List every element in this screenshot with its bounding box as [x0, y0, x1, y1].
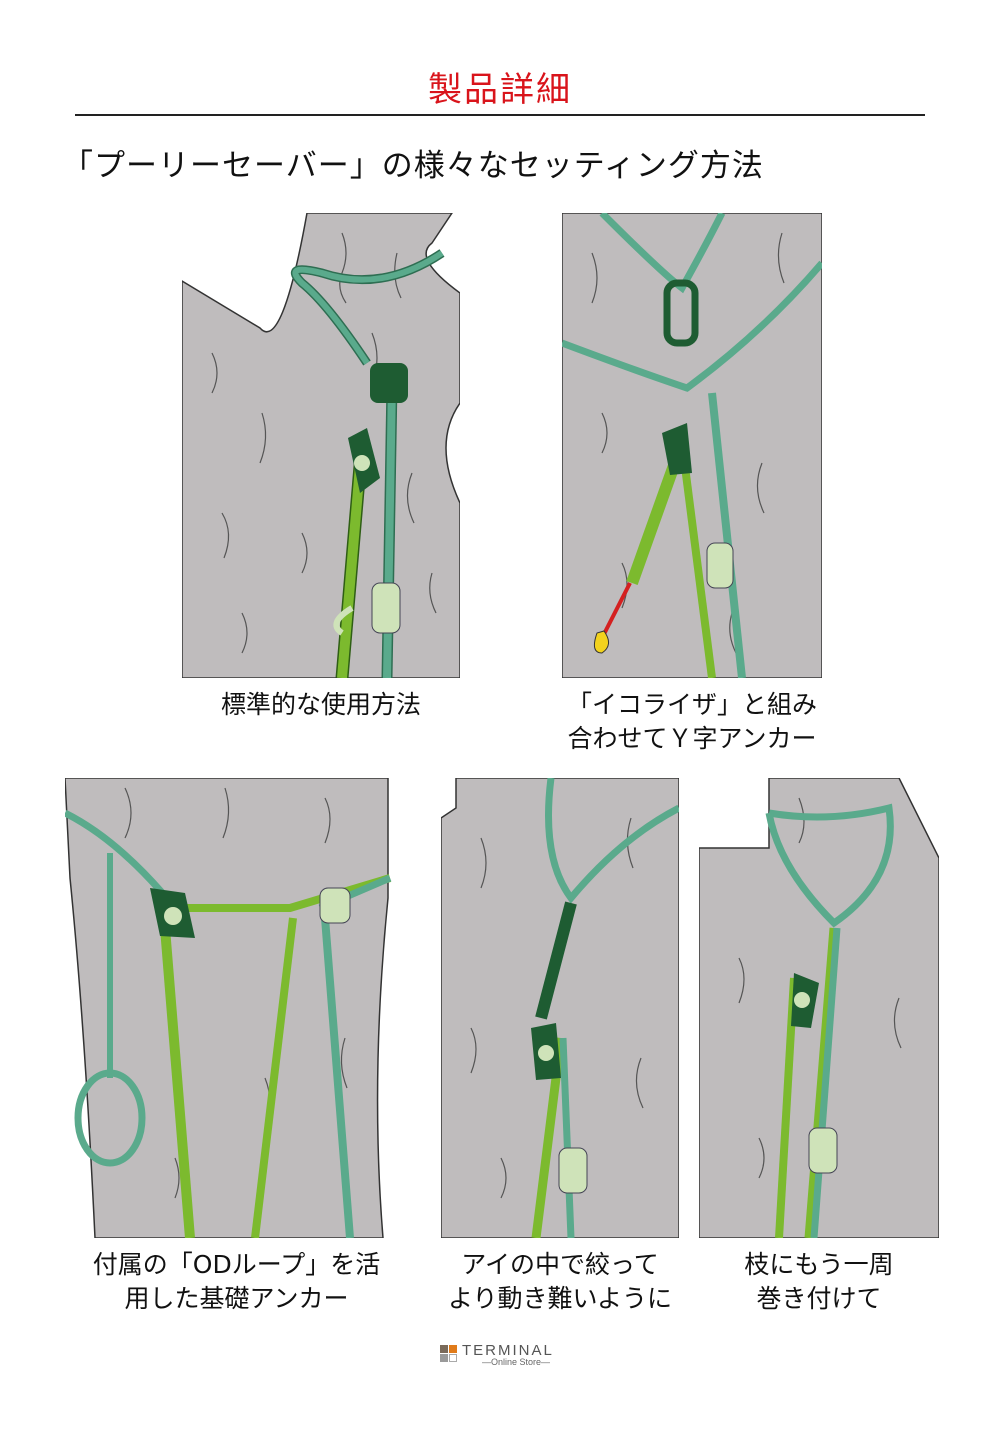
caption-standard-use: 標準的な使用方法	[182, 688, 460, 722]
caption-od-loop-anchor: 付属の「ODループ」を活 用した基礎アンカー	[65, 1248, 408, 1316]
illustration-extra-wrap	[699, 778, 939, 1238]
page-title: 製品詳細	[428, 70, 572, 110]
caption-line: 標準的な使用方法	[220, 690, 421, 719]
caption-line: 「イコライザ」と組み	[566, 690, 817, 719]
terminal-logo: TERMINAL —Online Store—	[440, 1342, 580, 1369]
illustration-od-loop-anchor	[65, 778, 408, 1238]
illustration-choke-in-eye	[441, 778, 679, 1238]
caption-line: 付属の「ODループ」を活	[92, 1250, 381, 1279]
logo-subtitle: —Online Store—	[482, 1357, 551, 1367]
caption-extra-wrap: 枝にもう一周 巻き付けて	[699, 1248, 939, 1316]
illustration-standard-use	[182, 213, 460, 678]
caption-line: 合わせてＹ字アンカー	[567, 724, 817, 753]
caption-equalizer-y-anchor: 「イコライザ」と組み 合わせてＹ字アンカー	[542, 688, 842, 756]
caption-line: より動き難いように	[447, 1284, 672, 1313]
caption-line: 巻き付けて	[756, 1284, 882, 1313]
illustration-equalizer-y-anchor	[562, 213, 822, 678]
caption-choke-in-eye: アイの中で絞って より動き難いように	[421, 1248, 699, 1316]
logo-mark-icon	[440, 1345, 458, 1363]
caption-line: 用した基礎アンカー	[124, 1284, 349, 1313]
title-divider	[75, 114, 925, 116]
caption-line: 枝にもう一周	[744, 1250, 894, 1279]
section-heading: 「プーリーセーバー」の様々なセッティング方法	[62, 148, 764, 184]
logo-name: TERMINAL	[462, 1342, 554, 1359]
caption-line: アイの中で絞って	[461, 1250, 659, 1279]
